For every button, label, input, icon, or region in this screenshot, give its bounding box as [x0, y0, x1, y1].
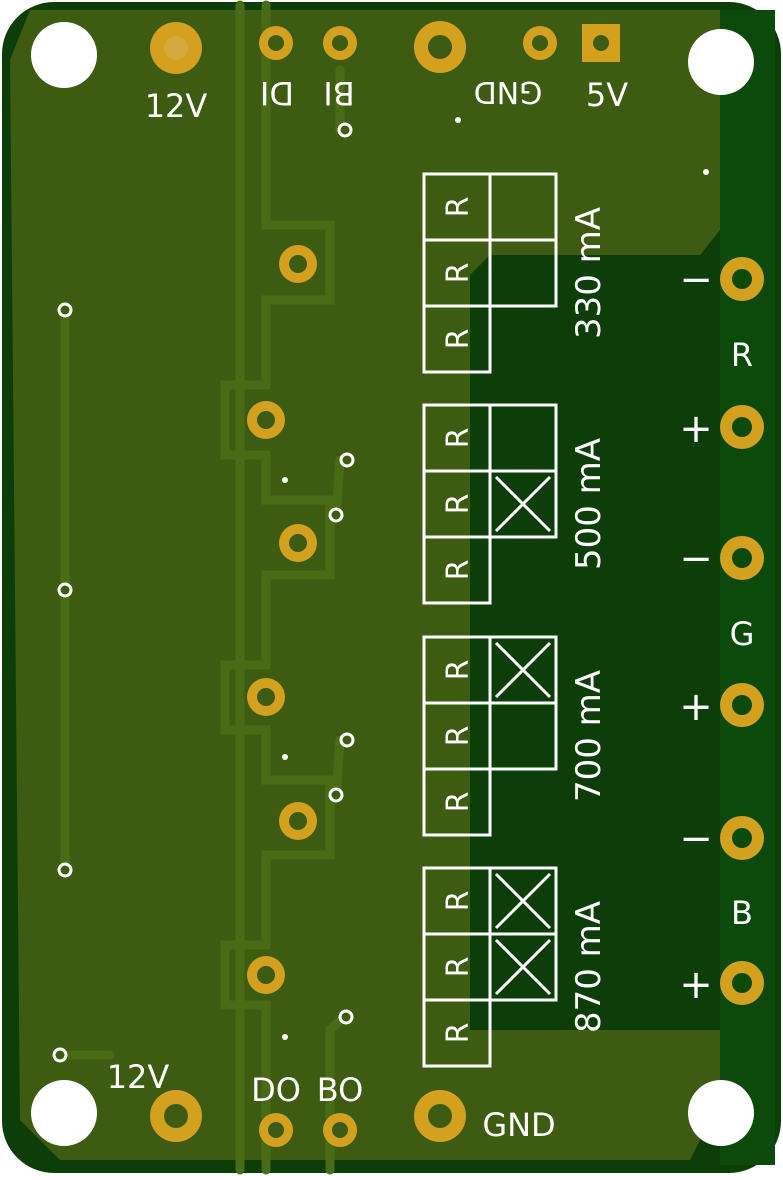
resistor-letter: R	[441, 957, 476, 978]
current-option-block: R R R 700 mA	[422, 635, 609, 837]
label-channel-g: G	[730, 615, 755, 653]
driver-pads	[247, 245, 317, 994]
current-option-block: R R R 330 mA	[422, 172, 609, 374]
current-label: 870 mA	[569, 901, 609, 1033]
current-label: 700 mA	[569, 670, 609, 802]
label-g-minus: −	[679, 536, 713, 582]
jumper-cell	[488, 701, 558, 771]
output-pads	[720, 257, 764, 1005]
label-bi: BI	[323, 74, 354, 112]
resistor-letter: R	[441, 560, 476, 581]
mount-hole-top-left	[31, 22, 97, 88]
label-do: DO	[251, 1071, 301, 1109]
label-channel-b: B	[731, 894, 753, 932]
label-bo: BO	[317, 1071, 364, 1109]
label-r-minus: −	[679, 257, 713, 303]
resistor-letter: R	[441, 792, 476, 813]
jumper-cell	[488, 469, 558, 539]
label-gnd-top: GND	[474, 74, 543, 109]
resistor-letter: R	[441, 494, 476, 515]
label-r-plus: +	[679, 406, 713, 452]
resistor-cell	[422, 998, 492, 1068]
resistor-letter: R	[441, 726, 476, 747]
small-dots	[282, 117, 709, 1040]
resistor-letter: R	[441, 1023, 476, 1044]
resistor-cell	[422, 304, 492, 374]
jumper-closed-mark	[494, 938, 552, 996]
mount-hole-bottom-right	[688, 1080, 754, 1146]
current-label: 330 mA	[569, 207, 609, 339]
copper-pour-light	[10, 10, 720, 1160]
resistor-cell	[422, 767, 492, 837]
current-selection-blocks: R R R 330 mA R R R 500 mA R R R 700 mA R R R 870 mA	[422, 172, 609, 1068]
resistor-letter: R	[441, 428, 476, 449]
label-b-minus: −	[679, 816, 713, 862]
label-di: DI	[260, 74, 294, 112]
vias	[52, 122, 355, 1063]
label-12v-bottom: 12V	[107, 1058, 170, 1096]
resistor-cell	[422, 535, 492, 605]
jumper-cell	[488, 238, 558, 308]
jumper-closed-mark	[494, 475, 552, 533]
top-connector-pads	[150, 21, 620, 74]
label-gnd-bottom: GND	[482, 1106, 555, 1144]
current-option-block: R R R 870 mA	[422, 866, 609, 1068]
current-label: 500 mA	[569, 438, 609, 570]
jumper-closed-mark	[494, 641, 552, 699]
label-5v: 5V	[586, 76, 628, 114]
jumper-closed-mark	[494, 872, 552, 930]
resistor-letter: R	[441, 891, 476, 912]
mounting-holes	[31, 22, 754, 1146]
resistor-letter: R	[441, 329, 476, 350]
label-12v-top: 12V	[145, 87, 208, 125]
current-option-block: R R R 500 mA	[422, 403, 609, 605]
mount-hole-top-right	[688, 29, 754, 95]
bottom-connector-pads	[150, 1090, 466, 1147]
mount-hole-bottom-left	[31, 1080, 97, 1146]
resistor-letter: R	[441, 263, 476, 284]
jumper-cell	[488, 932, 558, 1002]
label-g-plus: +	[679, 684, 713, 730]
label-b-plus: +	[679, 962, 713, 1008]
resistor-letter: R	[441, 660, 476, 681]
resistor-letter: R	[441, 197, 476, 218]
label-channel-r: R	[731, 336, 753, 374]
